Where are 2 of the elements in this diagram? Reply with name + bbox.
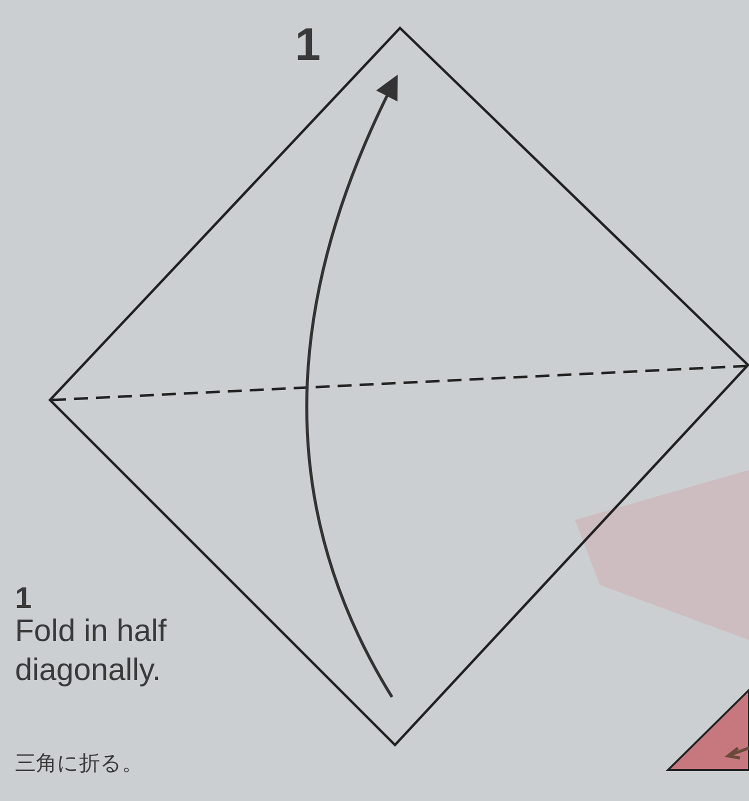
instruction-text: 三角に折る。 — [15, 752, 143, 776]
step-number: 1 — [295, 18, 321, 71]
